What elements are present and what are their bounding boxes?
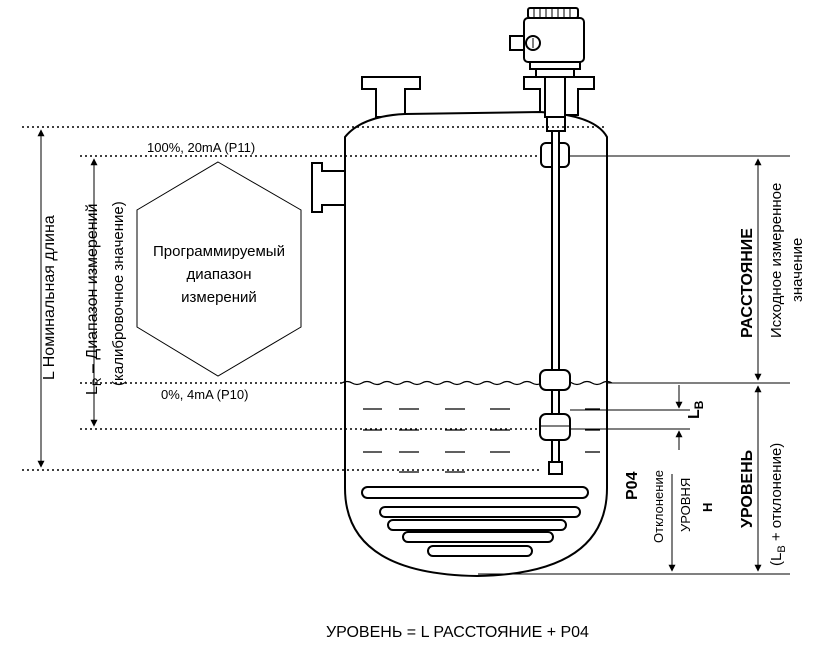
right-reference-lines xyxy=(478,155,790,575)
p04-label: P04 xyxy=(624,471,641,500)
range-label: LR – Диапазон измерений xyxy=(84,204,104,395)
reference-lines xyxy=(22,126,607,471)
offset-h-label: H xyxy=(700,503,715,512)
program-range-line-2: диапазон xyxy=(186,266,251,283)
formula-text: УРОВЕНЬ = L РАССТОЯНИЕ + P04 xyxy=(326,624,589,641)
lb-label: LB xyxy=(686,400,706,419)
distance-label: РАССТОЯНИЕ xyxy=(739,228,756,338)
level-label: УРОВЕНЬ xyxy=(739,450,756,528)
level-transmitter-icon xyxy=(509,7,585,475)
offset-label-2: УРОВНЯ xyxy=(678,478,693,532)
level-sub-label: (LB + отклонение) xyxy=(768,443,788,566)
bottom-scale-label: 0%, 4mA (P10) xyxy=(161,387,248,402)
program-range-line-3: измерений xyxy=(181,289,257,306)
tank-icon xyxy=(311,76,608,578)
distance-sub-2: значение xyxy=(789,238,806,302)
top-scale-label: 100%, 20mA (P11) xyxy=(147,140,255,155)
offset-label-1: Отклонение xyxy=(651,470,666,543)
nominal-length-label: L Номинальная длина xyxy=(41,215,58,380)
range-calibration-label: (калибровочное значение) xyxy=(110,201,127,386)
liquid-body xyxy=(363,408,600,473)
program-range-hexagon xyxy=(136,161,302,377)
distance-sub-1: Исходное измеренное xyxy=(768,183,785,338)
program-range-line-1: Программируемый xyxy=(153,243,285,260)
heating-coil-icon xyxy=(361,486,589,557)
